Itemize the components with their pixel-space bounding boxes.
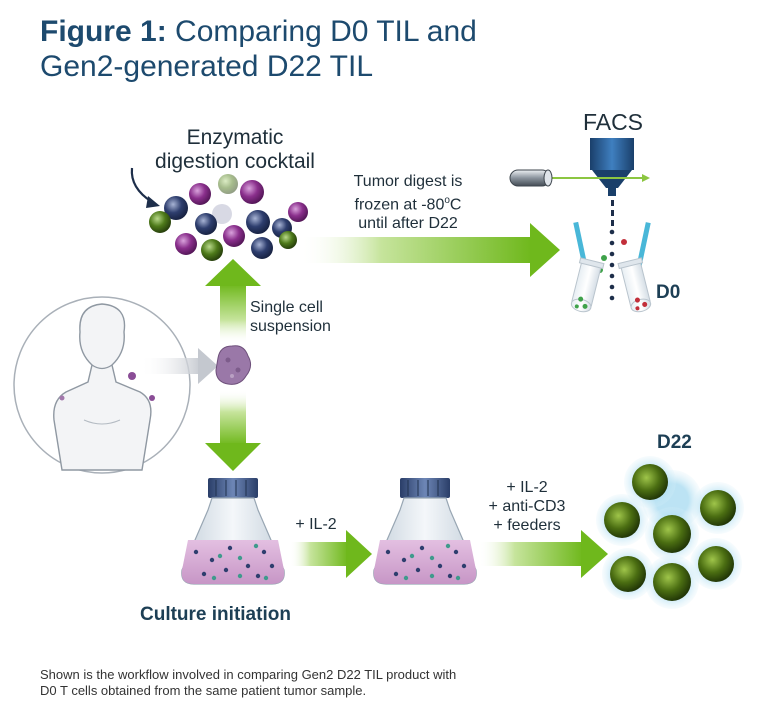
label-culture-initiation: Culture initiation — [140, 604, 291, 625]
label-anticd3: + anti-CD3 — [488, 498, 566, 515]
label-d22: D22 — [657, 432, 692, 453]
facs-apparatus — [509, 138, 650, 196]
label-enzymatic-line1: Enzymatic — [186, 126, 284, 149]
culture-flask-1 — [181, 478, 285, 585]
label-il2: + IL-2 — [295, 516, 337, 533]
figure-title-bold: Figure 1: — [40, 15, 167, 48]
figure-title-line2: Gen2-generated D22 TIL — [40, 50, 374, 83]
label-feeders: + feeders — [493, 517, 561, 534]
label-single-cell: Single cell suspension — [250, 298, 370, 336]
label-expansion-reagents: + IL-2 + anti-CD3 + feeders — [472, 478, 582, 535]
label-single-line2: suspension — [250, 318, 331, 335]
label-tumor-line2: frozen at -80 — [354, 196, 445, 214]
label-il2-second: + IL-2 — [506, 479, 548, 496]
label-facs: FACS — [582, 109, 644, 135]
label-tumor-line3: until after D22 — [358, 215, 458, 233]
figure-caption: Shown is the workflow involved in compar… — [40, 667, 456, 699]
caption-line1: Shown is the workflow involved in compar… — [40, 667, 457, 682]
arrow-up-to-digest — [205, 259, 261, 344]
arrow-flask-to-flask — [290, 530, 372, 578]
label-tumor-unit: C — [449, 196, 462, 214]
arrow-to-d22 — [478, 530, 608, 578]
label-tumor-line1: Tumor digest is — [353, 173, 463, 190]
label-enzymatic-line2: digestion cocktail — [155, 150, 315, 173]
digestion-cell-cluster — [130, 167, 308, 261]
droplet-stream — [573, 200, 651, 301]
label-enzymatic: Enzymatic digestion cocktail — [150, 126, 320, 174]
label-tumor-digest: Tumor digest is frozen at -80oC until af… — [328, 172, 488, 233]
culture-flask-2 — [373, 478, 477, 585]
arrow-patient-to-tumor — [140, 348, 218, 384]
figure-title-rest: Comparing D0 TIL and — [166, 15, 477, 48]
collection-tube-left — [570, 257, 605, 313]
caption-line2: D0 T cells obtained from the same patien… — [40, 683, 367, 698]
tumor-fragment — [215, 345, 252, 385]
collection-tube-right — [617, 257, 652, 313]
figure-title: Figure 1: Comparing D0 TIL and Gen2-gene… — [40, 14, 477, 84]
label-single-line1: Single cell — [250, 299, 323, 316]
arrow-down-to-culture — [205, 390, 261, 471]
label-d0: D0 — [656, 282, 681, 303]
d22-cell-cluster — [596, 456, 744, 609]
patient-illustration — [13, 296, 191, 474]
label-tumor-sup: o — [444, 195, 450, 206]
arrow-to-facs — [300, 223, 560, 277]
